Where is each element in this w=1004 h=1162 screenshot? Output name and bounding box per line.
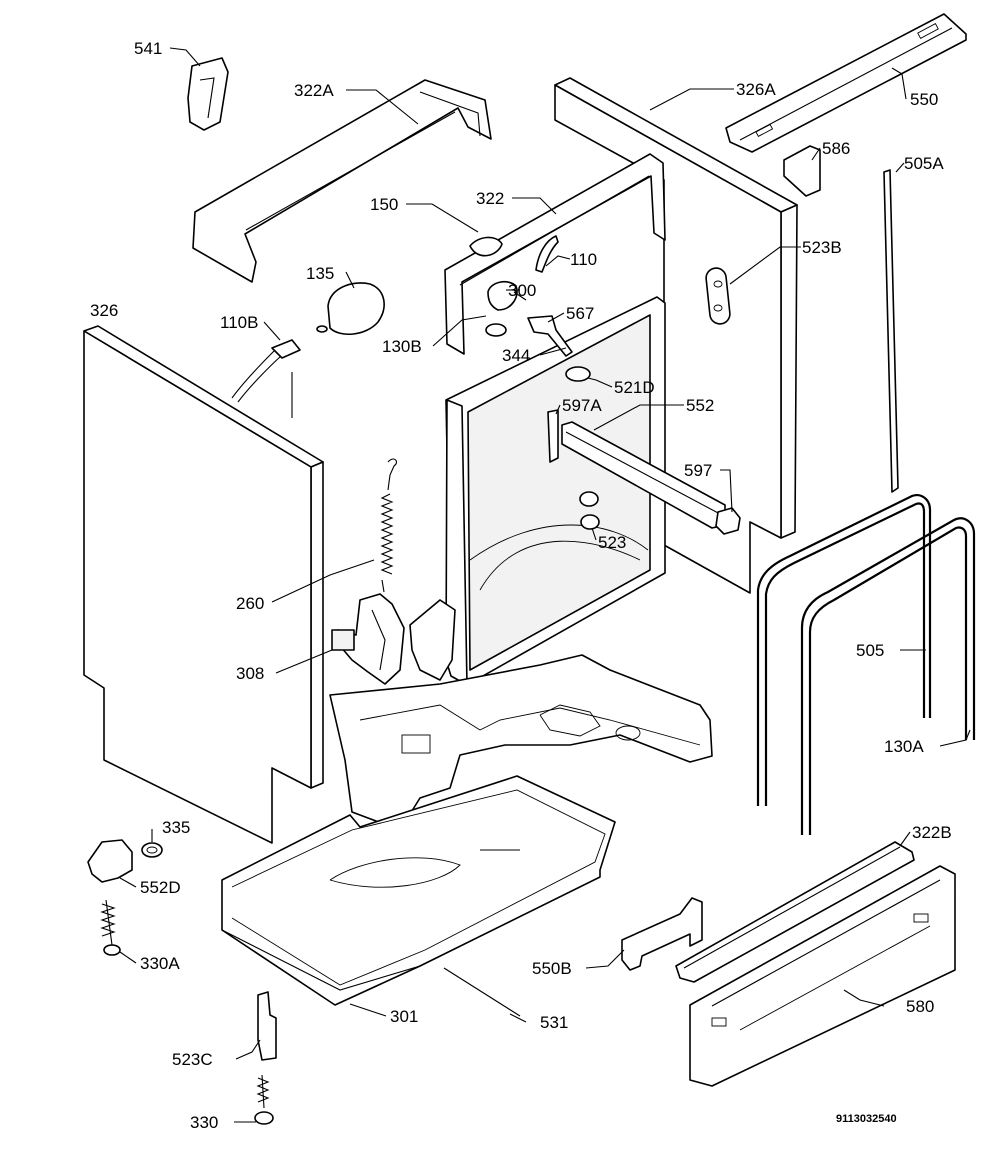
label-541: 541	[134, 39, 162, 58]
label-567: 567	[566, 304, 594, 323]
drawing-code: 9113032540	[836, 1113, 897, 1125]
label-300: 300	[508, 281, 536, 300]
label-552d: 552D	[140, 878, 181, 897]
label-326: 326	[90, 301, 118, 320]
rail-322b	[675, 841, 915, 983]
label-505: 505	[856, 641, 884, 660]
screw-330a	[100, 899, 121, 956]
label-552: 552	[686, 396, 714, 415]
label-130a: 130A	[884, 737, 924, 756]
label-344: 344	[502, 346, 530, 365]
label-597: 597	[684, 461, 712, 480]
label-330a: 330A	[140, 954, 180, 973]
label-523c: 523C	[172, 1050, 213, 1069]
side-panel-326	[83, 325, 324, 844]
label-330: 330	[190, 1113, 218, 1132]
label-322b: 322B	[912, 823, 952, 842]
label-580: 580	[906, 997, 934, 1016]
cable-guide-523b	[705, 267, 731, 325]
label-550b: 550B	[532, 959, 572, 978]
label-260: 260	[236, 594, 264, 613]
label-523: 523	[598, 533, 626, 552]
label-308: 308	[236, 664, 264, 683]
label-586: 586	[822, 139, 850, 158]
inlet-parts	[231, 235, 573, 418]
label-130b: 130B	[382, 337, 422, 356]
label-597a: 597A	[562, 396, 602, 415]
leader-lines	[119, 47, 971, 1123]
top-rail-322a	[192, 79, 492, 283]
hinge-spring-260	[380, 458, 397, 593]
label-110b: 110B	[220, 313, 258, 332]
top-bracket-550	[725, 13, 967, 197]
bracket-550b	[621, 897, 703, 971]
label-301: 301	[390, 1007, 418, 1026]
clip-541	[187, 57, 229, 131]
door-rail-552	[547, 366, 741, 535]
plinth-580	[689, 865, 956, 1087]
label-322: 322	[476, 189, 504, 208]
label-135: 135	[306, 264, 334, 283]
label-150: 150	[370, 195, 398, 214]
label-531: 531	[540, 1013, 568, 1032]
back-panel-326a	[554, 77, 798, 594]
base-tray-301	[221, 775, 616, 1006]
label-110: 110	[570, 250, 597, 269]
hinge-308	[331, 593, 405, 685]
label-521d: 521D	[614, 378, 655, 397]
seal-505a	[883, 169, 899, 493]
bracket-523c	[257, 991, 277, 1061]
leveling-foot-552d	[87, 839, 163, 883]
door-seal-130a	[800, 517, 976, 835]
screw-330	[254, 1074, 274, 1125]
tub-frame	[409, 296, 666, 686]
label-335: 335	[162, 818, 190, 837]
label-505a: 505A	[904, 154, 944, 173]
label-523b: 523B	[802, 238, 842, 257]
wire-531	[443, 967, 521, 1017]
label-326a: 326A	[736, 80, 776, 99]
part-labels: 541 322A 326A 550 586 505A 150 322 110 5…	[90, 39, 952, 1132]
door-seal-505	[756, 494, 932, 806]
label-550: 550	[910, 90, 938, 109]
label-322a: 322A	[294, 81, 334, 100]
